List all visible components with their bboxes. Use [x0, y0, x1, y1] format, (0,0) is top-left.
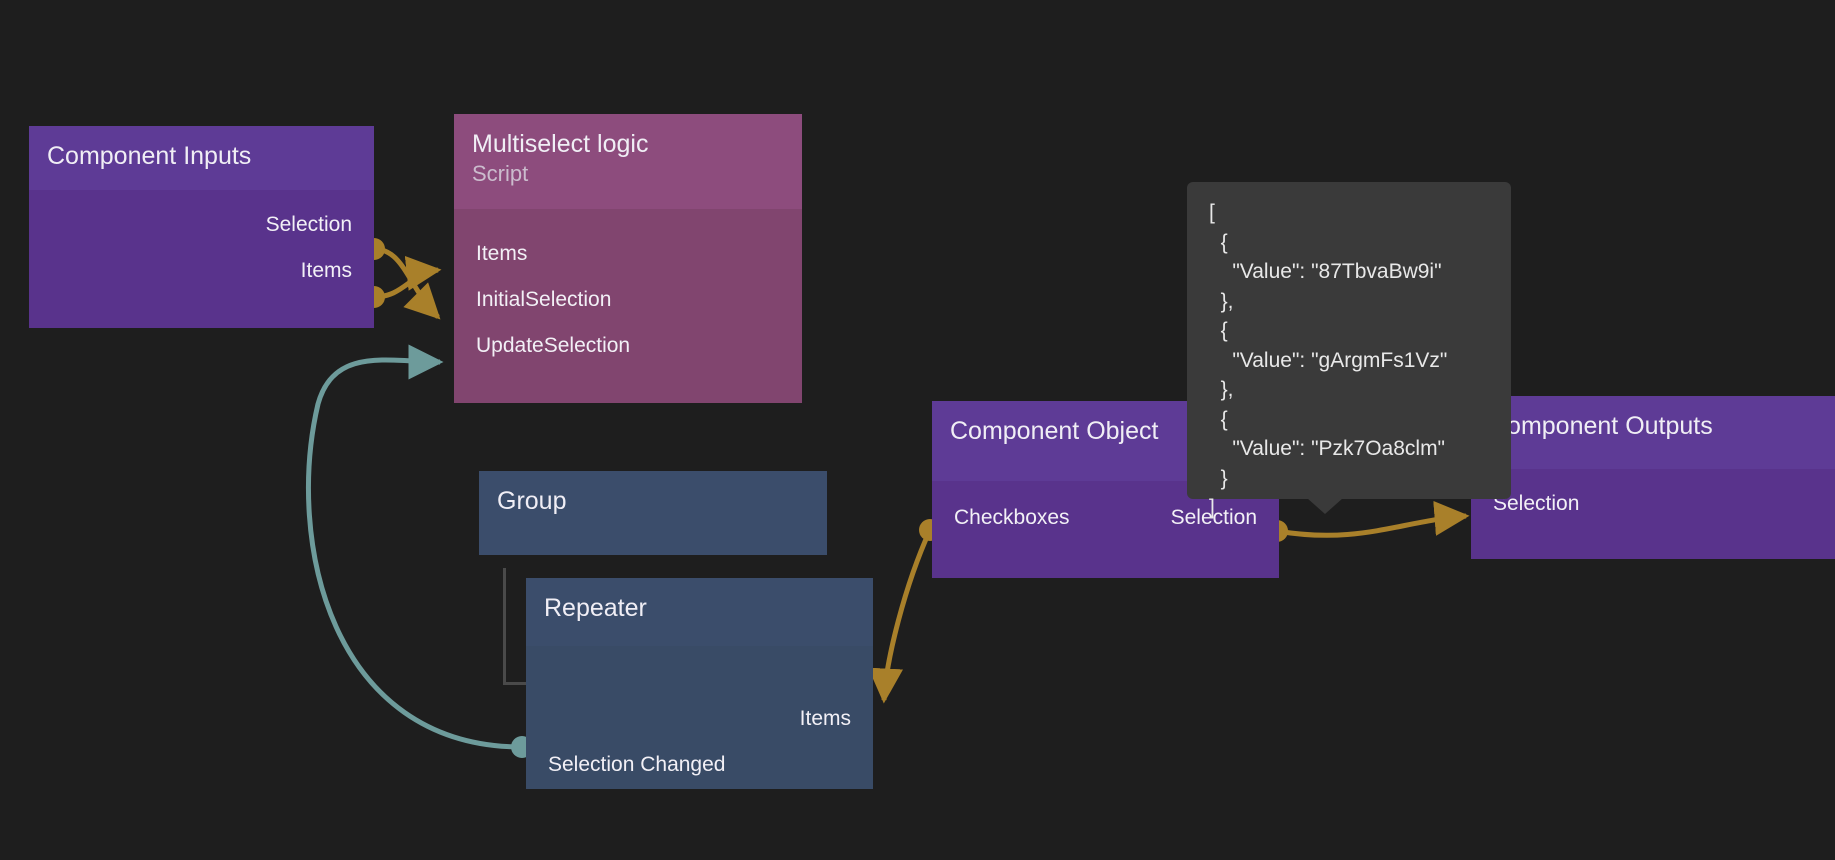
node-component-object-body: Checkboxes Selection: [932, 481, 1279, 578]
port-label-selection: Selection: [265, 213, 352, 236]
node-component-outputs-title: Component Outputs: [1489, 412, 1713, 440]
node-component-inputs[interactable]: Component Inputs Selection Items: [29, 126, 374, 328]
port-label-items: Items: [476, 242, 528, 265]
port-label-selection-changed: Selection Changed: [548, 753, 726, 776]
port-component-outputs-selection[interactable]: Selection: [1471, 481, 1835, 527]
port-label-initialselection: InitialSelection: [476, 288, 612, 311]
port-label-items: Items: [799, 707, 851, 730]
node-group-header[interactable]: Group: [479, 471, 827, 555]
port-component-inputs-selection[interactable]: Selection: [29, 202, 374, 248]
node-component-outputs-body: Selection: [1471, 469, 1835, 559]
node-multiselect-logic-body: Items InitialSelection UpdateSelection: [454, 209, 802, 403]
port-label-checkboxes: Checkboxes: [954, 506, 1070, 529]
group-bracket: [503, 568, 529, 685]
port-label-selection: Selection: [1493, 492, 1580, 515]
node-multiselect-logic-header[interactable]: Multiselect logic Script: [454, 114, 802, 209]
node-component-object-title: Component Object: [950, 417, 1159, 445]
node-group[interactable]: Group: [479, 471, 827, 555]
node-group-title: Group: [497, 487, 567, 515]
node-component-outputs[interactable]: Component Outputs Selection: [1471, 396, 1835, 559]
edge-selection-changed-to-updateselection: [306, 344, 533, 758]
node-repeater-title: Repeater: [544, 594, 647, 622]
port-repeater-selection-changed[interactable]: Selection Changed: [526, 742, 873, 788]
port-multiselect-updateselection[interactable]: UpdateSelection: [454, 323, 802, 369]
node-repeater[interactable]: Repeater Items Selection Changed: [526, 578, 873, 789]
port-label-items: Items: [300, 259, 352, 282]
node-repeater-header[interactable]: Repeater: [526, 578, 873, 646]
node-multiselect-logic-subtitle: Script: [472, 161, 529, 186]
port-multiselect-initialselection[interactable]: InitialSelection: [454, 277, 802, 323]
node-multiselect-logic-title: Multiselect logic: [472, 130, 649, 158]
port-component-inputs-items[interactable]: Items: [29, 248, 374, 294]
node-component-inputs-body: Selection Items: [29, 190, 374, 328]
node-component-outputs-header[interactable]: Component Outputs: [1471, 396, 1835, 469]
node-multiselect-logic[interactable]: Multiselect logic Script Items InitialSe…: [454, 114, 802, 403]
port-multiselect-items[interactable]: Items: [454, 231, 802, 277]
edge-items-to-items: [363, 255, 442, 308]
port-label-updateselection: UpdateSelection: [476, 334, 631, 357]
node-repeater-body: Items Selection Changed: [526, 646, 873, 789]
node-component-inputs-title: Component Inputs: [47, 142, 252, 170]
port-component-object-row[interactable]: Checkboxes Selection: [932, 495, 1279, 541]
tooltip-tail-icon: [1307, 498, 1343, 514]
edge-selection-to-initialselection: [363, 238, 441, 320]
json-value-tooltip: [ { "Value": "87TbvaBw9i" }, { "Value": …: [1187, 182, 1511, 519]
port-repeater-items[interactable]: Items: [526, 696, 873, 742]
node-component-inputs-header[interactable]: Component Inputs: [29, 126, 374, 190]
port-label-selection: Selection: [1170, 506, 1257, 529]
json-value-tooltip-text: [ { "Value": "87TbvaBw9i" }, { "Value": …: [1209, 201, 1448, 519]
